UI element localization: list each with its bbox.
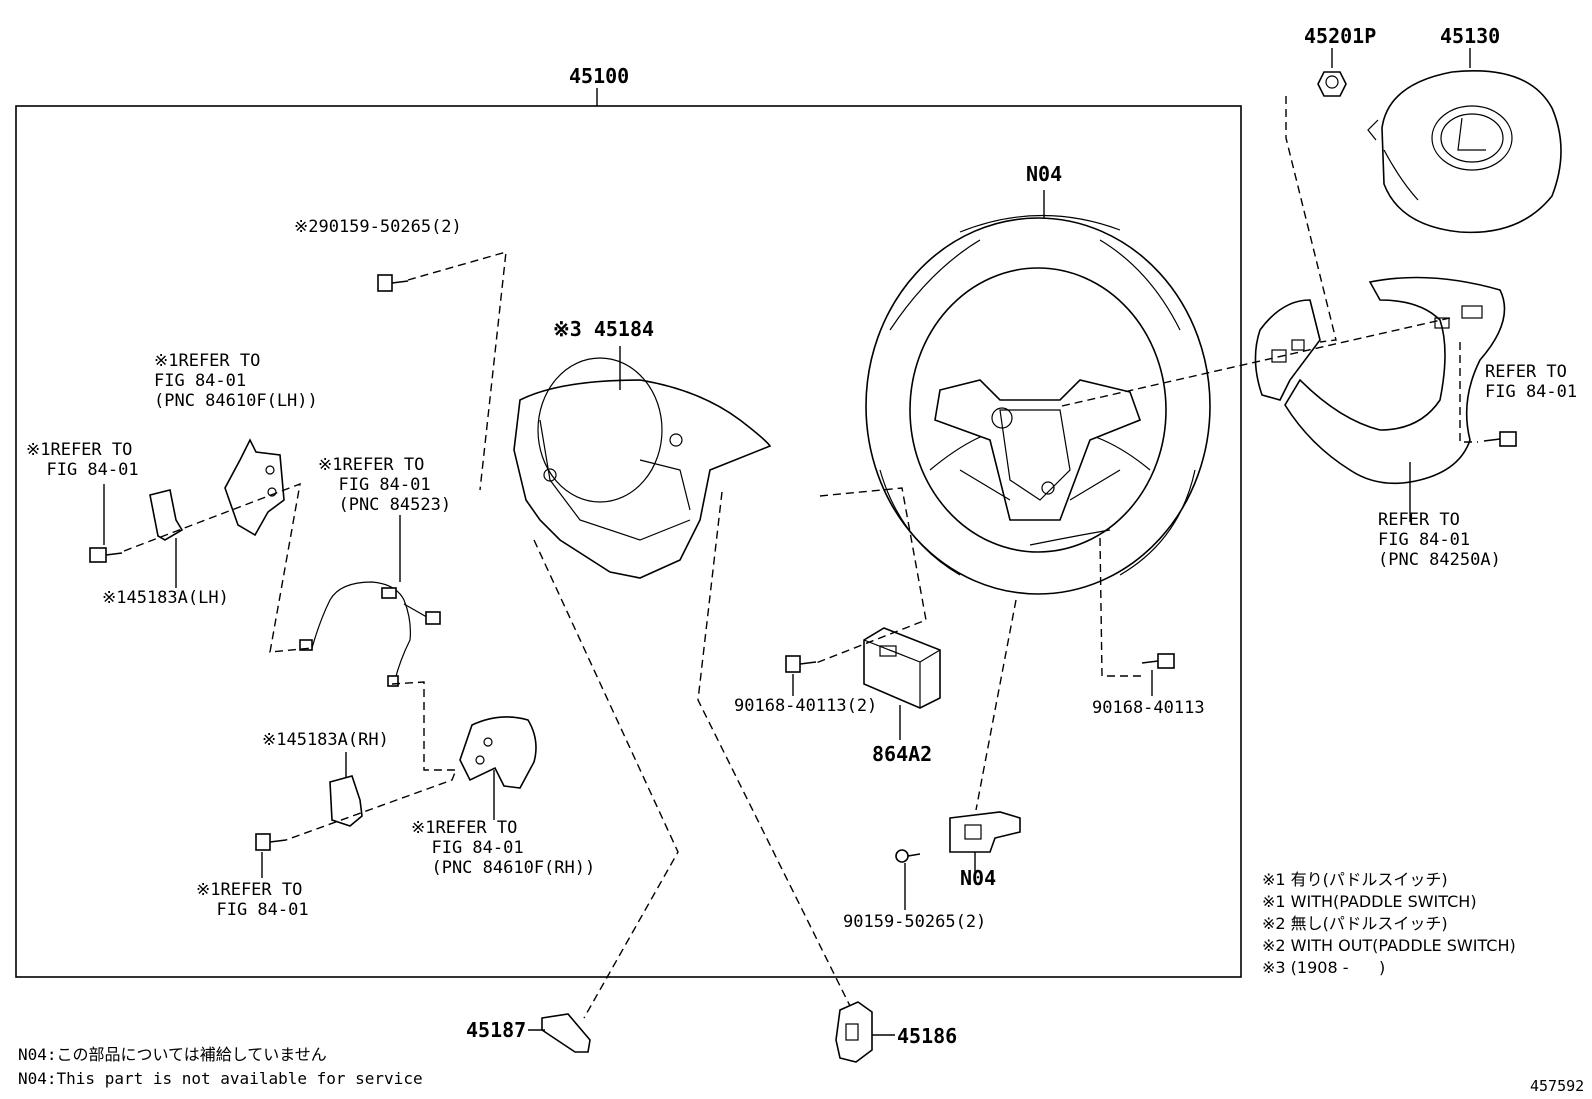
switch-ref-bottom-label: REFER TO FIG 84-01 (PNC 84250A) <box>1378 510 1501 570</box>
steering-wheel-n04-label: N04 <box>1026 162 1063 186</box>
bolt-90168-2 <box>785 655 817 673</box>
assembly-frame <box>15 105 1242 978</box>
note-3: ※3 (1908 - ) <box>1262 958 1386 977</box>
lower-cover-45184 <box>513 357 772 579</box>
notes-legend: ※1 有り(パドルスイッチ) ※1 WITH(PADDLE SWITCH) ※2… <box>1262 869 1516 979</box>
airbag <box>1367 70 1562 234</box>
switch-bolt <box>1483 431 1517 447</box>
sensor-864a2 <box>863 627 941 709</box>
note-1-en: ※1 WITH(PADDLE SWITCH) <box>1262 892 1477 911</box>
paddle-lh <box>224 438 285 537</box>
figure-id: 457592 <box>1530 1077 1585 1095</box>
bolt-rh <box>255 833 287 851</box>
cover-rh <box>329 775 363 827</box>
part-864a2-label: 864A2 <box>872 742 933 766</box>
part-45184-label: ※3 45184 <box>553 317 655 341</box>
note-2-jp: ※2 無し(パドルスイッチ) <box>1262 914 1448 933</box>
bracket-n04-label: N04 <box>960 866 997 890</box>
bracket-n04 <box>949 811 1021 853</box>
nut-45201p <box>1317 71 1347 97</box>
paddle-rh-ref-label: ※1REFER TO FIG 84-01 (PNC 84610F(RH)) <box>411 818 596 878</box>
clip-45186 <box>835 1001 873 1063</box>
bolt-note2-label: ※290159-50265(2) <box>294 217 462 237</box>
bolt-lh-ref-label: ※1REFER TO FIG 84-01 <box>26 440 139 480</box>
paddle-lh-ref-label: ※1REFER TO FIG 84-01 (PNC 84610F(LH)) <box>154 351 318 411</box>
bolt-90168-label: 90168-40113 <box>1092 698 1205 718</box>
note-2-en: ※2 WITH OUT(PADDLE SWITCH) <box>1262 936 1516 955</box>
footnote-jp: N04:この部品については補給していません <box>18 1045 327 1064</box>
switch-ref-right-label: REFER TO FIG 84-01 <box>1485 362 1578 402</box>
bolt-rh-ref-label: ※1REFER TO FIG 84-01 <box>196 880 309 920</box>
harness-ref-label: ※1REFER TO FIG 84-01 (PNC 84523) <box>318 455 452 515</box>
screw-90159-2 <box>895 849 921 863</box>
assembly-45100-label: 45100 <box>569 64 630 88</box>
part-45187-label: 45187 <box>466 1018 527 1042</box>
steering-wheel <box>865 214 1211 595</box>
steering-switch <box>1254 276 1506 485</box>
cover-lh-label: ※145183A(LH) <box>102 588 229 608</box>
part-45201p-label: 45201P <box>1304 24 1377 48</box>
clip-45187 <box>541 1013 591 1053</box>
part-45130-label: 45130 <box>1440 24 1501 48</box>
bolt-lh <box>89 547 123 563</box>
screw-90159-2-label: 90159-50265(2) <box>843 912 987 932</box>
footnote-en: N04:This part is not available for servi… <box>18 1069 423 1088</box>
bolt-note2 <box>377 274 409 292</box>
note-1-jp: ※1 有り(パドルスイッチ) <box>1262 870 1448 889</box>
cover-lh <box>149 489 184 541</box>
bolt-90168-2-label: 90168-40113(2) <box>734 696 878 716</box>
bolt-90168 <box>1141 653 1175 669</box>
wire-harness <box>299 581 441 687</box>
dashed-lines <box>123 96 1478 1019</box>
part-45186-label: 45186 <box>897 1024 958 1048</box>
paddle-rh <box>459 716 537 789</box>
cover-rh-label: ※145183A(RH) <box>262 730 389 750</box>
